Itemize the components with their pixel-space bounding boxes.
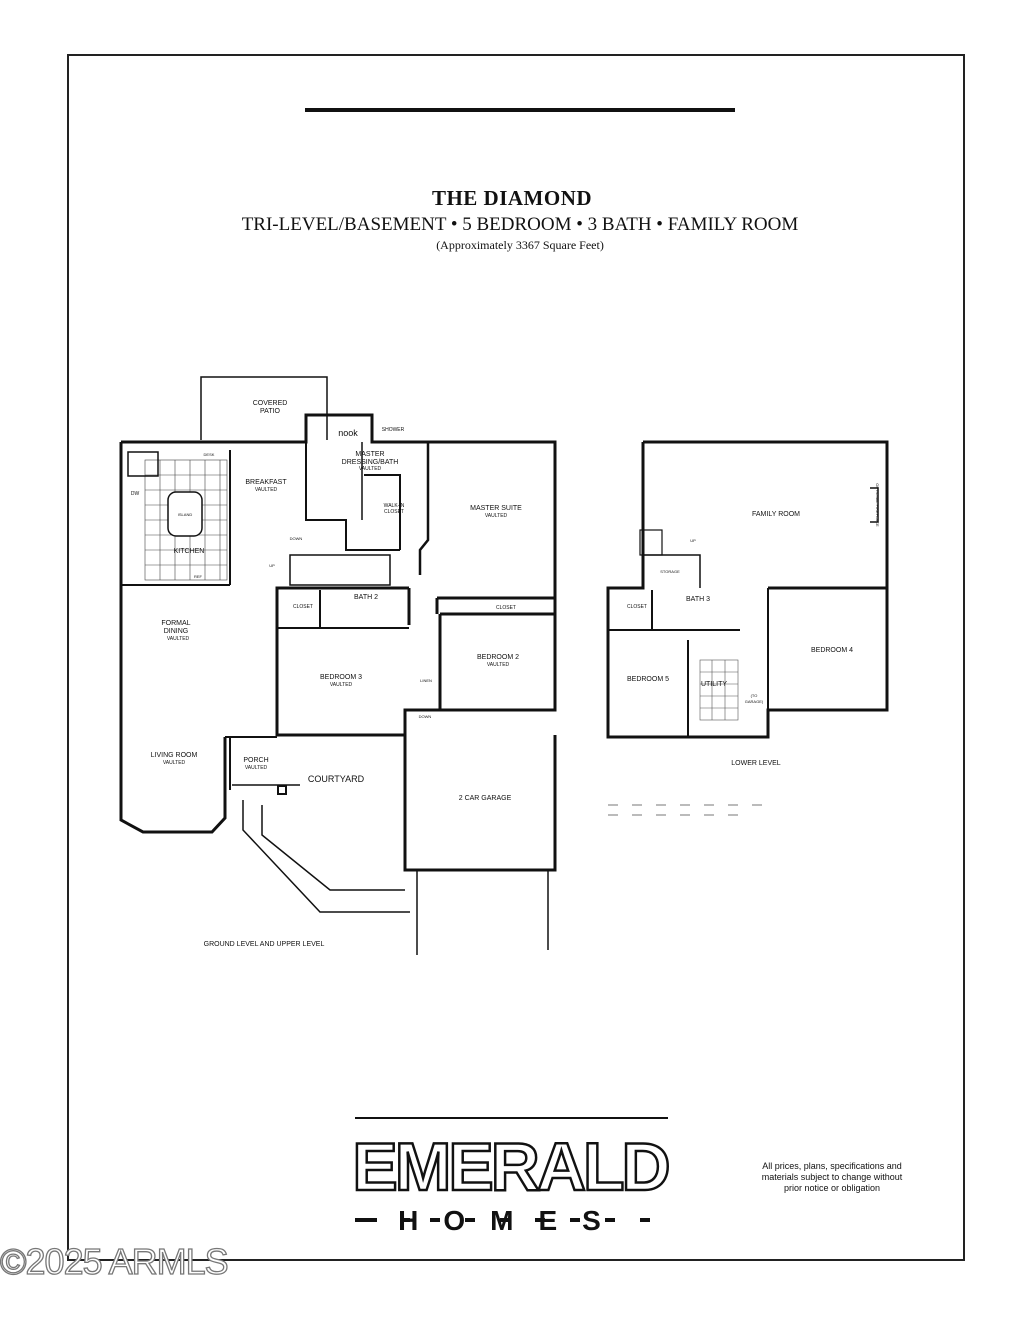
label-shower: SHOWER xyxy=(382,427,405,433)
label-formal-dining-3: VAULTED xyxy=(167,636,190,642)
lower-level-walls xyxy=(606,440,889,739)
kitchen-island xyxy=(167,491,203,537)
lower-grade-lines xyxy=(608,804,770,816)
label-covered-patio-1: COVERED xyxy=(253,400,288,407)
disclaimer: All prices, plans, specifications and ma… xyxy=(761,1161,903,1193)
label-island: ISLAND xyxy=(178,512,193,517)
label-bath3: BATH 3 xyxy=(686,596,710,603)
label-living-room-vaulted: VAULTED xyxy=(163,760,186,766)
label-lower-up: UP xyxy=(690,538,696,543)
label-bedroom5: BEDROOM 5 xyxy=(627,676,669,683)
label-nook: nook xyxy=(338,428,358,438)
kitchen-sink xyxy=(127,451,159,477)
square-footage: (Approximately 3367 Square Feet) xyxy=(436,238,604,252)
label-ref: REF xyxy=(194,574,203,579)
label-master-suite: MASTER SUITE xyxy=(470,505,522,512)
label-porch: PORCH xyxy=(243,757,268,764)
label-closet-bedroom3: CLOSET xyxy=(293,604,313,610)
page-border xyxy=(67,54,965,1261)
label-bedroom4: BEDROOM 4 xyxy=(811,647,853,654)
label-formal-dining-1: FORMAL xyxy=(161,620,190,627)
label-bedroom3-vaulted: VAULTED xyxy=(330,682,353,688)
plan-subtitle: TRI-LEVEL/BASEMENT • 5 BEDROOM • 3 BATH … xyxy=(241,214,799,235)
label-kitchen: KITCHEN xyxy=(174,548,205,555)
label-lower-closet: CLOSET xyxy=(627,604,647,610)
label-formal-dining-2: DINING xyxy=(164,628,189,635)
kitchen-floor-grid xyxy=(144,459,228,581)
emerald-homes-logo: EMERALD HOMES xyxy=(351,1117,673,1236)
label-lower-level: LOWER LEVEL xyxy=(731,760,781,767)
label-to-garage-2: GARAGE) xyxy=(745,699,764,704)
label-master-dressing-3: VAULTED xyxy=(359,466,382,472)
label-bath2: BATH 2 xyxy=(354,594,378,601)
label-bedroom3: BEDROOM 3 xyxy=(320,674,362,681)
label-to-garage-1: (TO xyxy=(751,693,758,698)
label-bedroom2-vaulted: VAULTED xyxy=(487,662,510,668)
brand-sub: HOMES xyxy=(398,1205,626,1236)
label-dw: DW xyxy=(131,491,140,497)
label-optional-fireplace: OPTIONAL FIREPLACE xyxy=(875,483,880,527)
label-linen: LINEN xyxy=(420,678,432,683)
label-walk-in-1: WALK-IN xyxy=(384,503,405,509)
label-courtyard: COURTYARD xyxy=(308,774,365,784)
label-master-suite-vaulted: VAULTED xyxy=(485,513,508,519)
label-covered-patio-2: PATIO xyxy=(260,408,281,415)
label-family-room: FAMILY ROOM xyxy=(752,511,800,518)
label-master-dressing-2: DRESSING/BATH xyxy=(342,459,399,466)
label-bedroom2: BEDROOM 2 xyxy=(477,654,519,661)
label-up-stair: UP xyxy=(269,563,275,568)
header-rule xyxy=(305,108,735,112)
label-down: DOWN xyxy=(419,714,432,719)
label-ground-level: GROUND LEVEL AND UPPER LEVEL xyxy=(204,941,325,948)
label-down-stair: DOWN xyxy=(290,536,303,541)
copyright-watermark: ©2025 ARMLS xyxy=(0,1240,229,1282)
brand-name: EMERALD xyxy=(352,1129,668,1205)
label-utility: UTILITY xyxy=(701,681,727,688)
label-desk: DESK xyxy=(204,452,215,457)
label-closet: CLOSET xyxy=(496,605,516,611)
ground-level-walls xyxy=(119,376,557,955)
utility-floor-grid xyxy=(699,659,739,721)
label-breakfast-vaulted: VAULTED xyxy=(255,487,278,493)
label-walk-in-2: CLOSET xyxy=(384,509,404,515)
label-master-dressing-1: MASTER xyxy=(355,451,384,458)
label-breakfast: BREAKFAST xyxy=(245,479,287,486)
label-garage: 2 CAR GARAGE xyxy=(459,795,512,802)
label-storage: STORAGE xyxy=(660,569,680,574)
plan-title: THE DIAMOND xyxy=(431,186,593,210)
label-porch-vaulted: VAULTED xyxy=(245,765,268,771)
label-living-room: LIVING ROOM xyxy=(151,752,198,759)
